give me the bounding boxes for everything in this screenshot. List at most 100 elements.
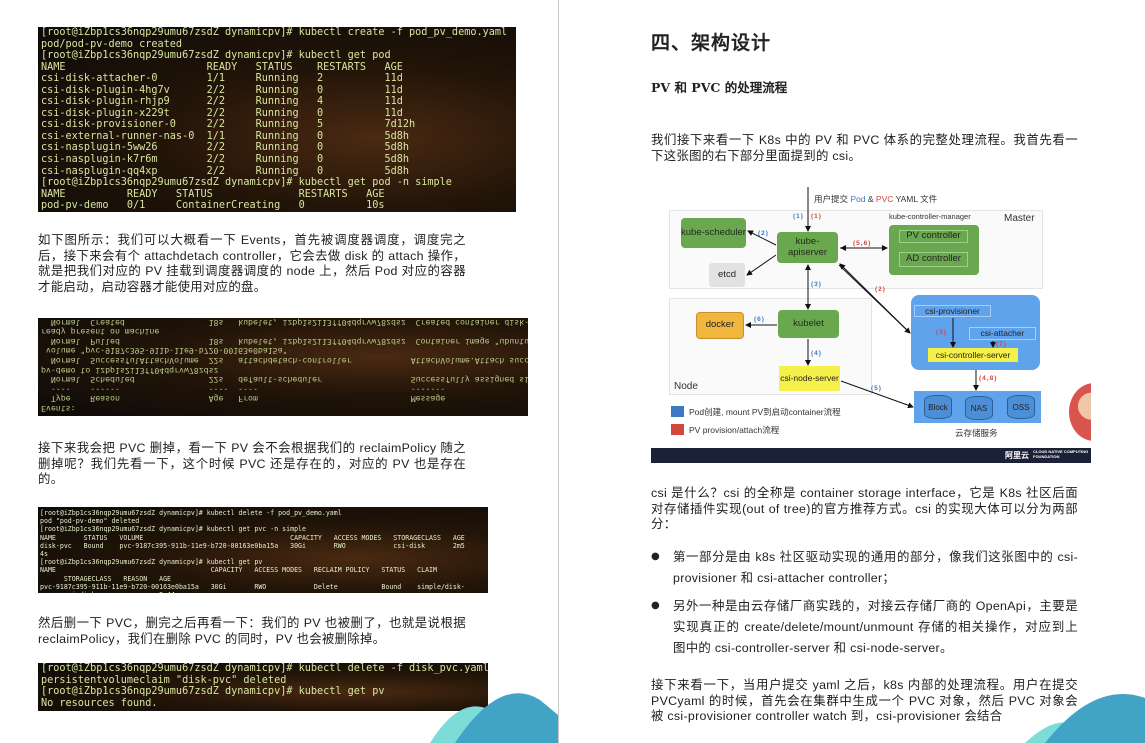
docker-box: docker bbox=[696, 312, 744, 339]
terminal-line: csi-nasplugin-qq4xp 2/2 Running 0 5d8h bbox=[41, 165, 410, 177]
step-2-blue: (2) bbox=[758, 230, 769, 237]
terminal-line: csi-disk-plugin-rhjp9 2/2 Running 4 11d bbox=[41, 96, 403, 108]
terminal-line: pvc csi-disk 2m44s bbox=[40, 591, 486, 593]
terminal-line: Events: bbox=[41, 404, 76, 414]
legend-blue-label: Pod创建, mount PV到启动container流程 bbox=[689, 407, 841, 417]
terminal-line: csi-disk-provisioner-0 2/2 Running 5 7d1… bbox=[41, 119, 416, 131]
step-3-red: (3) bbox=[936, 329, 947, 336]
bullet-item-1: 第一部分是由 k8s 社区驱动实现的通用的部分，像我们这张图中的 csi-pro… bbox=[673, 550, 1078, 585]
terminal-line: NAME STATUS VOLUME CAPACITY ACCESS MODES… bbox=[40, 533, 465, 542]
terminal-line: ---- ------ ---- ---- ------- bbox=[41, 384, 446, 395]
block-storage-icon: Block bbox=[924, 395, 952, 419]
step-1-red: (1) bbox=[811, 213, 822, 220]
bullet-item-2: 另外一种是由云存储厂商实践的，对接云存储厂商的 OpenApi，主要是实现真正的… bbox=[673, 599, 1078, 655]
legend-blue-swatch bbox=[671, 406, 684, 417]
terminal-line: pv-demo to izbp1s2i13ff04dqrvw78zdsz bbox=[41, 365, 219, 376]
terminal-line: NAME CAPACITY ACCESS MODES RECLAIM POLIC… bbox=[40, 566, 437, 575]
terminal-line: Type Reason Age From Message bbox=[41, 394, 446, 405]
terminal-line: [root@iZbp1cs36nqp29umu67zsdZ dynamicpv]… bbox=[41, 27, 508, 38]
terminal-line: NAME READY STATUS RESTARTS AGE bbox=[41, 188, 385, 200]
terminal-line: STORAGECLASS REASON AGE bbox=[40, 574, 172, 583]
csi-inner-arrows bbox=[950, 318, 996, 348]
step-5-6: (5,6) bbox=[853, 240, 872, 247]
csi-node-server-box: csi-node-server bbox=[779, 366, 840, 391]
right-page: 四、架构设计 PV 和 PVC 的处理流程 我们接下来看一下 K8s 中的 PV… bbox=[559, 0, 1145, 743]
paragraph-events: 如下图所示：我们可以大概看一下 Events，首先被调度器调度，调度完之后，接下… bbox=[38, 233, 466, 294]
paragraph-pv-deleted: 然后删一下 PVC，删完之后再看一下：我们的 PV 也被删了，也就是说根据 re… bbox=[38, 616, 466, 646]
terminal-line: ready present on machine bbox=[41, 327, 160, 338]
subsection-heading: PV 和 PVC 的处理流程 bbox=[651, 80, 788, 95]
terminal-line: csi-disk-plugin-4hg7v 2/2 Running 0 11d bbox=[41, 84, 403, 96]
master-label: Master bbox=[1004, 213, 1035, 224]
step-2-red: (2) bbox=[875, 286, 886, 293]
terminal-line: pod-pv-demo 0/1 ContainerCreating 0 10s bbox=[41, 200, 385, 212]
decorative-wave bbox=[1025, 694, 1145, 743]
decorative-wave bbox=[430, 693, 558, 743]
cncf-logo: CLOUD NATIVE COMPUTING FOUNDATION bbox=[1033, 449, 1089, 459]
terminal-line: No resources found. bbox=[41, 697, 158, 709]
diagram-footer: 阿里云 CLOUD NATIVE COMPUTING FOUNDATION bbox=[651, 448, 1091, 463]
terminal-line: volume "pvc-9187c395-911b-11e9-b720-0016… bbox=[41, 346, 288, 357]
terminal-line: csi-nasplugin-k7r6m 2/2 Running 0 5d8h bbox=[41, 154, 410, 166]
terminal-line: csi-nasplugin-5ww26 2/2 Running 0 5d8h bbox=[41, 142, 410, 154]
terminal-line: disk-pvc Bound pvc-9187c395-911b-11e9-b7… bbox=[40, 541, 465, 550]
step-4-blue: (4) bbox=[811, 350, 822, 357]
terminal-line: csi-disk-attacher-0 1/1 Running 2 11d bbox=[41, 73, 403, 85]
terminal-line: [root@iZbp1cs36nqp29umu67zsdZ dynamicpv]… bbox=[41, 686, 385, 697]
terminal-line: pod/pod-pv-demo created bbox=[41, 38, 183, 50]
left-page: [root@iZbp1cs36nqp29umu67zsdZ dynamicpv]… bbox=[0, 0, 558, 743]
terminal-line: 4s bbox=[40, 550, 48, 559]
terminal-events-flipped: Events: Type Reason Age From Message ---… bbox=[38, 318, 528, 416]
step-1-blue: (1) bbox=[793, 213, 804, 220]
terminal-line: [root@iZbp1cs36nqp29umu67zsdZ dynamicpv]… bbox=[40, 558, 263, 567]
step-4-8: (4,8) bbox=[979, 375, 998, 382]
csi-provisioner-box: csi-provisioner bbox=[914, 305, 991, 317]
terminal-line: persistentvolumeclaim "disk-pvc" deleted bbox=[41, 674, 287, 686]
ad-controller-box: AD controller bbox=[899, 252, 968, 267]
terminal-line: pod "pod-pv-demo" deleted bbox=[40, 517, 140, 526]
paragraph-csi: csi 是什么？csi 的全称是 container storage inter… bbox=[651, 486, 1078, 532]
node-label: Node bbox=[674, 381, 698, 392]
pv-controller-box: PV controller bbox=[899, 230, 968, 243]
kube-apiserver-box: kube-apiserver bbox=[777, 232, 838, 263]
terminal-line: Normal SuccessfulAttachVolume 22s attach… bbox=[41, 356, 528, 367]
terminal-line: [root@iZbp1cs36nqp29umu67zsdZ dynamicpv]… bbox=[41, 663, 488, 674]
section-heading: 四、架构设计 bbox=[651, 32, 772, 54]
terminal-line: csi-external-runner-nas-0 1/1 Running 0 … bbox=[41, 130, 410, 142]
bullet-icon: ● bbox=[651, 551, 660, 562]
architecture-diagram: Master Node kube-controller-manager 用户提交… bbox=[651, 185, 1091, 463]
paragraph-flow: 接下来看一下，当用户提交 yaml 之后，k8s 内部的处理流程。用户在提交 P… bbox=[651, 678, 1078, 724]
step-5: (5) bbox=[871, 385, 882, 392]
oss-storage-icon: OSS bbox=[1007, 395, 1035, 419]
terminal-line: Normal Pulled 18s kubelet, izbp1s2i13ff0… bbox=[41, 336, 528, 347]
terminal-line: [root@iZbp1cs36nqp29umu67zsdZ dynamicpv]… bbox=[40, 525, 306, 534]
diagram-arrows bbox=[745, 187, 979, 409]
csi-controller-server-box: csi-controller-server bbox=[928, 348, 1018, 362]
page-divider bbox=[558, 0, 559, 743]
paragraph-delete-pvc: 接下来我会把 PVC 删掉，看一下 PV 会不会根据我们的 reclaimPol… bbox=[38, 441, 466, 487]
aliyun-logo: 阿里云 bbox=[1005, 451, 1029, 460]
terminal-line: [root@iZbp1cs36nqp29umu67zsdZ dynamicpv]… bbox=[41, 177, 452, 189]
terminal-line: [root@iZbp1cs36nqp29umu67zsdZ dynamicpv]… bbox=[41, 50, 391, 62]
presenter-avatar bbox=[1069, 383, 1091, 441]
legend-red-swatch bbox=[671, 424, 684, 435]
step-3-blue: (3) bbox=[811, 281, 822, 288]
legend-red-label: PV provision/attach流程 bbox=[689, 425, 780, 435]
step-7: (7) bbox=[996, 341, 1007, 348]
etcd-box: etcd bbox=[709, 263, 745, 287]
bullet-icon: ● bbox=[651, 600, 660, 611]
step-6: (6) bbox=[754, 316, 765, 323]
kube-scheduler-box: kube-scheduler bbox=[681, 218, 746, 248]
kubelet-box: kubelet bbox=[778, 310, 839, 338]
terminal-get-pod: [root@iZbp1cs36nqp29umu67zsdZ dynamicpv]… bbox=[38, 27, 516, 212]
terminal-line: pvc-9187c395-911b-11e9-b720-00163e0ba15a… bbox=[40, 582, 465, 591]
terminal-no-resources: [root@iZbp1cs36nqp29umu67zsdZ dynamicpv]… bbox=[38, 663, 488, 711]
cloud-storage-label: 云存储服务 bbox=[955, 428, 998, 438]
terminal-line: Normal Scheduled 22s default-scheduler S… bbox=[41, 375, 528, 386]
nas-storage-icon: NAS bbox=[965, 396, 993, 420]
csi-attacher-box: csi-attacher bbox=[969, 327, 1036, 340]
terminal-line: [root@iZbp1cs36nqp29umu67zsdZ dynamicpv]… bbox=[40, 509, 342, 517]
terminal-get-pvc-pv: [root@iZbp1cs36nqp29umu67zsdZ dynamicpv]… bbox=[38, 507, 488, 593]
terminal-line: csi-disk-plugin-x229t 2/2 Running 0 11d bbox=[41, 107, 403, 119]
kcm-label: kube-controller-manager bbox=[889, 212, 971, 221]
